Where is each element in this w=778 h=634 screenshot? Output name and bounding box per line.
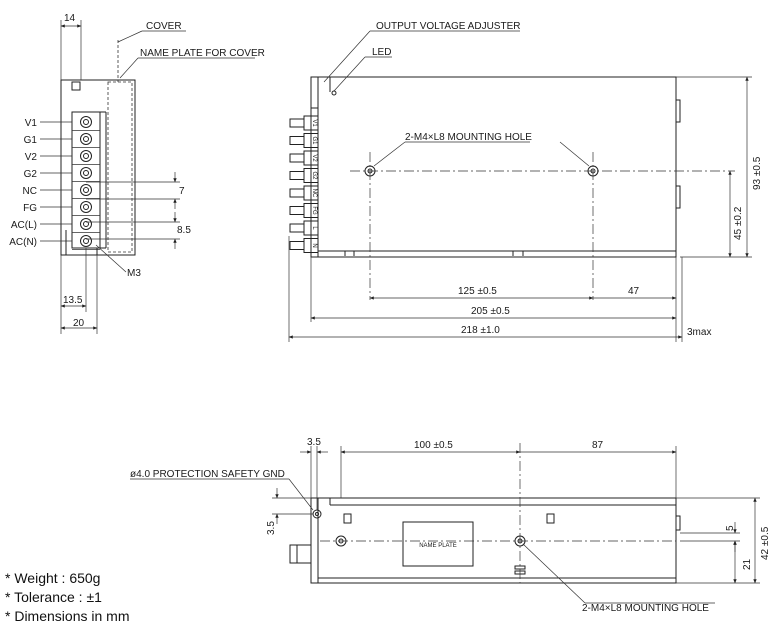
mounting-hole-label-bottom: 2-M4×L8 MOUNTING HOLE (582, 603, 709, 614)
top-terminal-mark: NC (311, 189, 317, 198)
terminal-screw-icon (80, 116, 92, 128)
terminal-label: V2 (25, 152, 38, 163)
dim-42: 42 ±0.5 (760, 526, 771, 560)
top-terminal-pin (289, 188, 305, 198)
dim-45: 45 ±0.2 (733, 206, 744, 240)
terminal-label: AC(L) (11, 220, 37, 231)
note-tolerance: * Tolerance : ±1 (5, 589, 102, 605)
dim-20: 20 (73, 318, 85, 329)
top-terminal-mark: N (311, 243, 317, 247)
terminal-block (71, 111, 101, 249)
mounting-hole-label-top: 2-M4×L8 MOUNTING HOLE (405, 132, 532, 143)
terminal-label: NC (23, 186, 37, 197)
protection-gnd-label: ø4.0 PROTECTION SAFETY GND (130, 469, 285, 480)
bottom-view-outline (310, 497, 677, 584)
bottom-view: ø4.0 PROTECTION SAFETY GND NAME PLATE 2-… (130, 437, 771, 614)
terminal-label: FG (23, 203, 37, 214)
top-terminal-pin (289, 223, 305, 233)
terminal-screw-center (83, 136, 89, 142)
notes: * Weight : 650g * Tolerance : ±1 * Dimen… (5, 569, 129, 626)
terminal-screw-center (83, 170, 89, 176)
led-indicator (331, 90, 337, 96)
terminal-screw-center (83, 238, 89, 244)
dim-5: 5 (725, 525, 736, 531)
terminal-screw-icon (80, 150, 92, 162)
terminal-screw-icon (80, 167, 92, 179)
top-terminal-pin (289, 153, 305, 163)
terminal-screw-center (83, 204, 89, 210)
terminal-label: G2 (24, 169, 38, 180)
cover-label: COVER (146, 21, 182, 32)
terminal-screws (72, 116, 100, 250)
top-terminal-mark: L (311, 226, 317, 230)
terminal-screw-icon (80, 184, 92, 196)
top-terminal-mark: V2 (311, 154, 317, 162)
top-terminal-pin (289, 118, 305, 128)
dim-93: 93 ±0.5 (752, 156, 763, 190)
dim-218: 218 ±1.0 (461, 325, 500, 336)
terminal-screw-icon (80, 133, 92, 145)
m3-label: M3 (127, 268, 141, 279)
dim-100: 100 ±0.5 (414, 440, 453, 451)
top-terminal-pin (289, 136, 305, 145)
cover-outline (107, 81, 133, 253)
dim-205: 205 ±0.5 (471, 306, 510, 317)
terminal-label: G1 (24, 135, 38, 146)
terminal-label: V1 (25, 118, 38, 129)
terminal-label: AC(N) (9, 237, 37, 248)
terminal-screw-center (83, 119, 89, 125)
terminal-screw-icon (80, 235, 92, 247)
name-plate-label: NAME PLATE (419, 543, 457, 549)
led-label: LED (372, 47, 391, 58)
dim-3max: 3max (687, 327, 711, 338)
top-terminal-mark: G1 (311, 136, 317, 145)
terminal-screw-center (83, 187, 89, 193)
top-view-outline (310, 76, 677, 258)
top-terminal-mark: G2 (311, 171, 317, 180)
dim-87: 87 (592, 440, 604, 451)
dim-13-5: 13.5 (63, 295, 83, 306)
dim-3-5-h: 3.5 (307, 437, 321, 448)
dim-8-5: 8.5 (177, 225, 191, 236)
note-weight: * Weight : 650g (5, 570, 101, 586)
terminal-screw-center (83, 221, 89, 227)
terminal-screw-center (83, 153, 89, 159)
safety-gnd-hole-icon (312, 509, 322, 519)
terminal-screw-icon (80, 218, 92, 230)
output-voltage-adjuster-label: OUTPUT VOLTAGE ADJUSTER (376, 21, 520, 32)
dim-7: 7 (179, 186, 185, 197)
top-terminal-mark: V1 (311, 119, 317, 127)
note-dimensions: * Dimensions in mm (5, 608, 130, 624)
top-terminal-pin (289, 241, 305, 250)
top-terminal-mark: FG (311, 206, 317, 215)
top-terminal-pin (289, 171, 305, 180)
dim-14: 14 (64, 13, 76, 24)
terminal-screw-icon (80, 201, 92, 213)
top-terminal-pin (289, 206, 305, 215)
bottom-terminal-tab (289, 544, 312, 564)
dim-21: 21 (742, 558, 753, 570)
name-plate (402, 521, 474, 567)
name-plate-cover-label: NAME PLATE FOR COVER (140, 48, 265, 59)
dim-47: 47 (628, 286, 640, 297)
dim-125: 125 ±0.5 (458, 286, 497, 297)
dim-3-5-v: 3.5 (266, 521, 277, 535)
side-top-square (71, 81, 81, 91)
